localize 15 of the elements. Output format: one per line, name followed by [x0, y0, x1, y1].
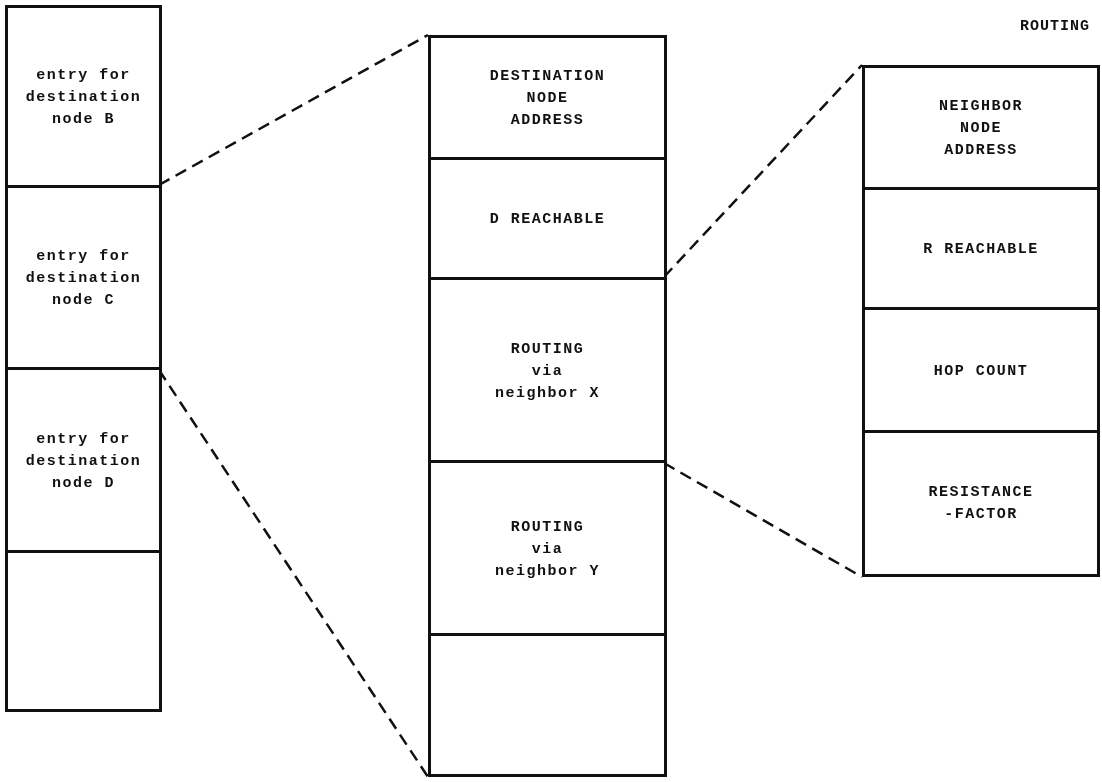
- table-field: ROUTING via neighbor X: [431, 277, 664, 463]
- caption-text: ROUTING: [1020, 18, 1090, 35]
- table-field: entry for destination node D: [8, 367, 159, 553]
- table-field: R REACHABLE: [865, 187, 1097, 310]
- table-field: HOP COUNT: [865, 307, 1097, 433]
- table-field: ROUTING via neighbor Y: [431, 460, 664, 636]
- table-field: NEIGHBOR NODE ADDRESS: [865, 68, 1097, 190]
- table-field: entry for destination node B: [8, 8, 159, 188]
- table-column: [862, 65, 1100, 577]
- table-column: [5, 5, 162, 712]
- table-field: RESISTANCE -FACTOR: [865, 430, 1097, 574]
- table-field: DESTINATION NODE ADDRESS: [431, 38, 664, 160]
- table-field: D REACHABLE: [431, 157, 664, 280]
- table-field: entry for destination node C: [8, 185, 159, 370]
- table-column: [428, 35, 667, 777]
